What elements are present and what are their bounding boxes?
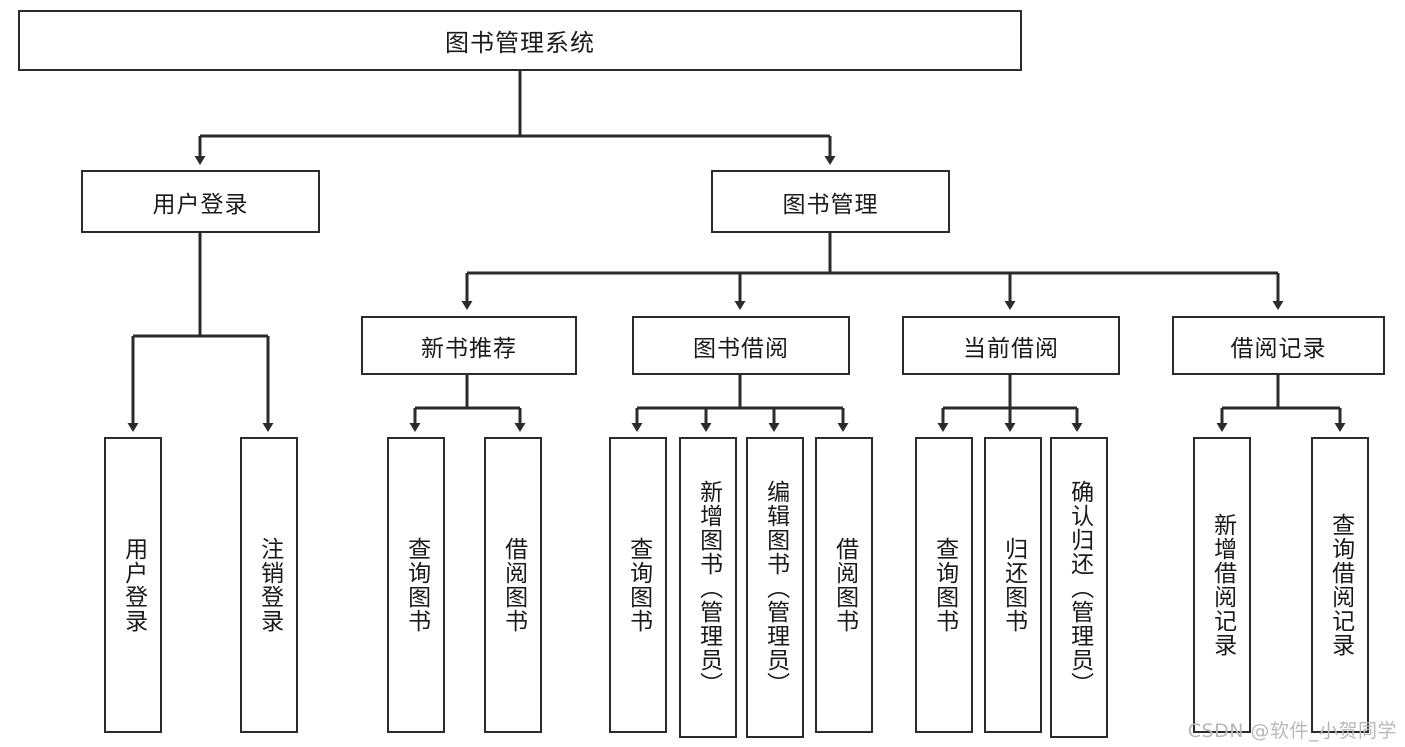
leaf-query-borrow-record[interactable]: 查询借阅记录 [1311, 437, 1369, 733]
node-label: 注销登录 [256, 537, 283, 633]
node-label: 图书管理 [782, 191, 879, 218]
node-label: 查询图书 [403, 537, 430, 633]
leaf-confirm-return-admin[interactable]: 确认归还（管理员） [1050, 437, 1108, 738]
node-current-borrow[interactable]: 当前借阅 [902, 316, 1120, 375]
node-user-login[interactable]: 用户登录 [81, 170, 320, 233]
node-label: 新增图书（管理员） [695, 479, 722, 696]
node-label: 查询图书 [931, 537, 958, 633]
node-book-borrow[interactable]: 图书借阅 [632, 316, 850, 375]
leaf-borrow-book[interactable]: 借阅图书 [815, 437, 873, 733]
node-label: 借阅记录 [1230, 335, 1327, 362]
leaf-edit-book-admin[interactable]: 编辑图书（管理员） [746, 437, 804, 738]
leaf-query-book-borrow[interactable]: 查询图书 [609, 437, 667, 733]
node-label: 编辑图书（管理员） [762, 479, 789, 696]
leaf-borrow-book-recommend[interactable]: 借阅图书 [484, 437, 542, 733]
node-label: 借阅图书 [500, 537, 527, 633]
node-label: 当前借阅 [963, 335, 1059, 362]
node-label: 查询借阅记录 [1327, 513, 1354, 657]
node-label: 图书借阅 [693, 335, 789, 362]
leaf-logout[interactable]: 注销登录 [240, 437, 298, 733]
leaf-add-book-admin[interactable]: 新增图书（管理员） [679, 437, 737, 738]
node-root-system[interactable]: 图书管理系统 [18, 10, 1022, 71]
node-label: 确认归还（管理员） [1066, 479, 1093, 696]
node-label: 借阅图书 [831, 537, 858, 633]
node-label: 归还图书 [1000, 537, 1027, 633]
node-label: 新增借阅记录 [1209, 513, 1236, 657]
node-label: 图书管理系统 [445, 29, 595, 57]
node-new-book-recommend[interactable]: 新书推荐 [361, 316, 577, 375]
node-label: 用户登录 [120, 537, 147, 633]
node-label: 新书推荐 [421, 335, 517, 362]
leaf-query-book-current[interactable]: 查询图书 [915, 437, 973, 733]
leaf-user-login[interactable]: 用户登录 [104, 437, 162, 733]
node-book-management[interactable]: 图书管理 [711, 170, 950, 233]
node-label: 用户登录 [152, 191, 249, 218]
node-label: 查询图书 [625, 537, 652, 633]
watermark-text: CSDN @软件_小贺同学 [1187, 720, 1397, 742]
node-borrow-records[interactable]: 借阅记录 [1172, 316, 1385, 375]
leaf-add-borrow-record[interactable]: 新增借阅记录 [1193, 437, 1251, 733]
leaf-query-book-recommend[interactable]: 查询图书 [387, 437, 445, 733]
leaf-return-book[interactable]: 归还图书 [984, 437, 1042, 733]
